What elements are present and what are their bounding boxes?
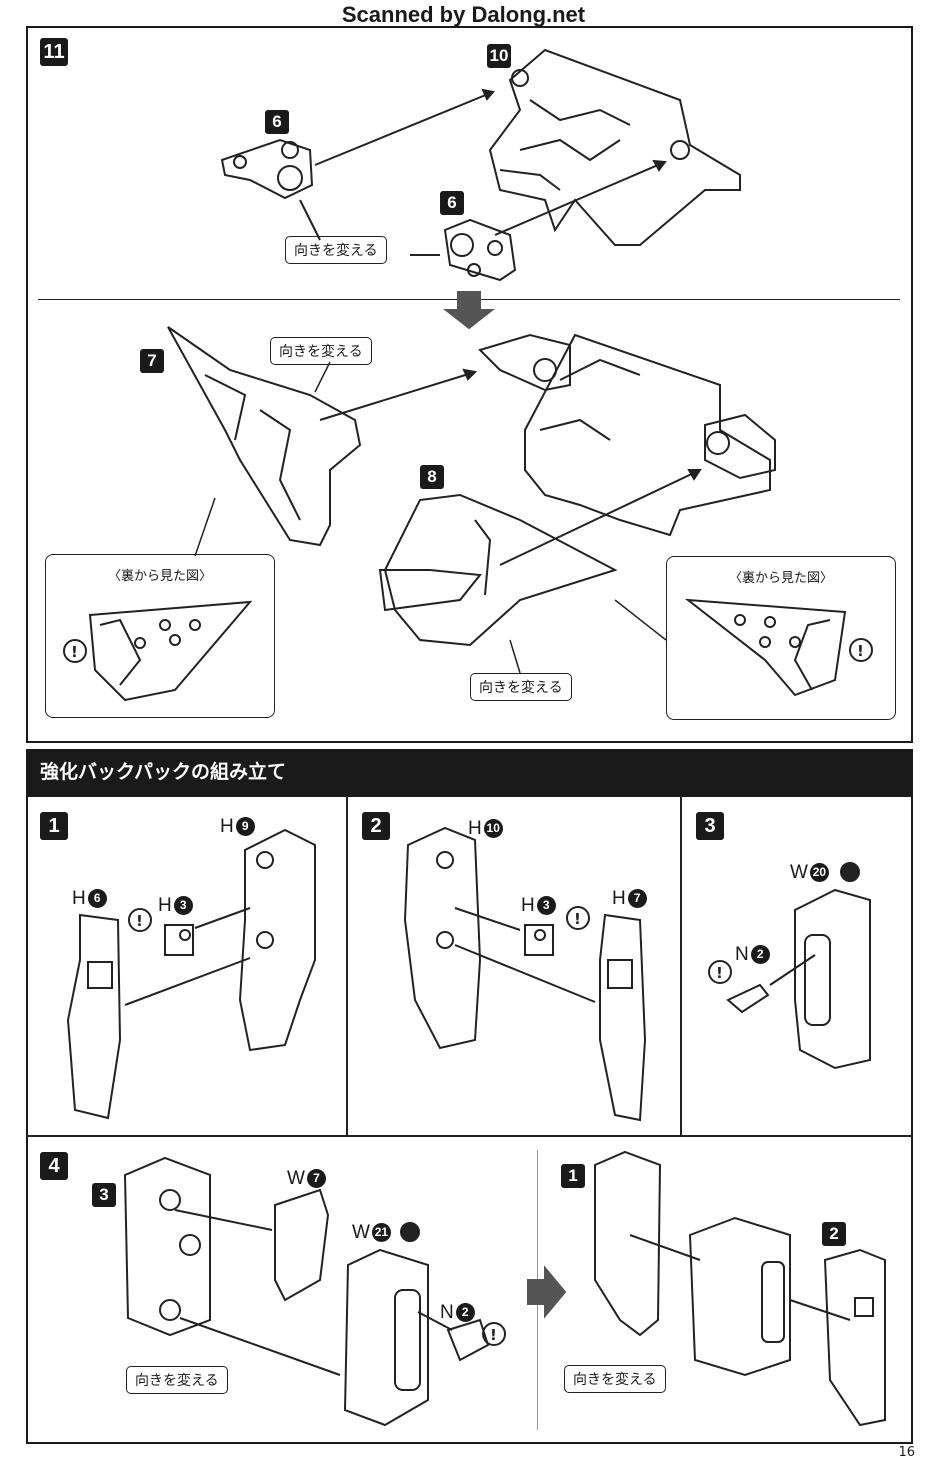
step4-part-w7: [274, 1188, 330, 1302]
head-assembled: [478, 333, 776, 537]
step1-panel-h9: [238, 828, 316, 1052]
back-view-title-left: 〈裏から見た図〉: [107, 569, 212, 584]
caution-icon: !: [566, 906, 590, 930]
step1-peg-h3: [164, 924, 194, 956]
step2-peg-h3: [524, 924, 554, 956]
part-number-6b: 6: [440, 191, 464, 215]
caution-icon: !: [128, 908, 152, 932]
arrow-down-icon: [443, 291, 495, 330]
part-number-8: 8: [420, 465, 444, 489]
svg-text:!: !: [716, 964, 723, 982]
svg-text:!: !: [490, 1326, 497, 1344]
back-view-inset-left: 〈裏から見た図〉: [45, 554, 275, 718]
step3-pin-n2: [726, 983, 770, 1014]
step4-pin-n2: [446, 1318, 490, 1362]
step4b-plate-right: [823, 1248, 886, 1427]
rotate-callout-1: 向きを変える: [285, 236, 387, 264]
joint-part-6a: [220, 138, 314, 200]
part-number-7: 7: [140, 349, 164, 373]
sub-step-2: 2: [822, 1222, 846, 1246]
step3-block-w20: [794, 888, 871, 1070]
sub-step-3: 3: [92, 1183, 116, 1207]
rotate-callout-3: 向きを変える: [470, 673, 572, 701]
back-view-title-right: 〈裏から見た図〉: [728, 571, 833, 586]
part-number-10: 10: [487, 44, 511, 68]
back-view-left-drawing: [88, 600, 253, 702]
backpack-step4-label: 4: [40, 1152, 68, 1180]
divider-v2: [680, 795, 682, 1136]
step2-panel-h10: [403, 826, 482, 1050]
step4b-plate-left: [594, 1150, 662, 1337]
sub-step-1: 1: [561, 1164, 585, 1188]
glue-icon: [840, 862, 860, 882]
drill-part-8: [378, 493, 618, 647]
divider-h: [26, 1135, 913, 1137]
backpack-step1-label: 1: [40, 812, 68, 840]
joint-part-6b: [443, 218, 517, 282]
rotate-callout-2: 向きを変える: [270, 337, 372, 365]
svg-text:!: !: [574, 910, 581, 928]
back-view-inset-right: 〈裏から見た図〉: [666, 556, 896, 720]
part-number-6a: 6: [265, 110, 289, 134]
back-view-right-drawing: [684, 598, 847, 697]
svg-text:!: !: [71, 643, 78, 661]
step4b-assembly: [688, 1216, 791, 1377]
step1-plate-h6: [66, 913, 122, 1120]
head-part-10: [488, 48, 741, 246]
rotate-callout-5: 向きを変える: [564, 1365, 666, 1393]
backpack-step2-label: 2: [362, 812, 390, 840]
caution-icon: !: [849, 638, 873, 662]
caution-icon: !: [708, 960, 732, 984]
page-number: 16: [898, 1445, 915, 1460]
caution-icon: !: [482, 1322, 506, 1346]
svg-text:!: !: [136, 912, 143, 930]
svg-text:!: !: [857, 642, 864, 660]
watermark: Scanned by Dalong.net: [341, 2, 586, 27]
caution-icon: !: [63, 639, 87, 663]
glue-icon: [400, 1222, 420, 1242]
drill-part-7: [167, 326, 362, 547]
step4-block-w21: [343, 1248, 429, 1427]
step4-block: [123, 1156, 211, 1337]
step2-plate-h7: [599, 913, 647, 1122]
arrow-right-icon: [527, 1265, 567, 1319]
backpack-frame: [26, 795, 913, 1444]
divider-v1: [346, 795, 348, 1136]
step11-label: 11: [40, 38, 68, 66]
backpack-step3-label: 3: [696, 812, 724, 840]
step11-frame: [26, 26, 913, 743]
section-title-bar: 強化バックパックの組み立て: [26, 749, 913, 795]
rotate-callout-4: 向きを変える: [126, 1366, 228, 1394]
